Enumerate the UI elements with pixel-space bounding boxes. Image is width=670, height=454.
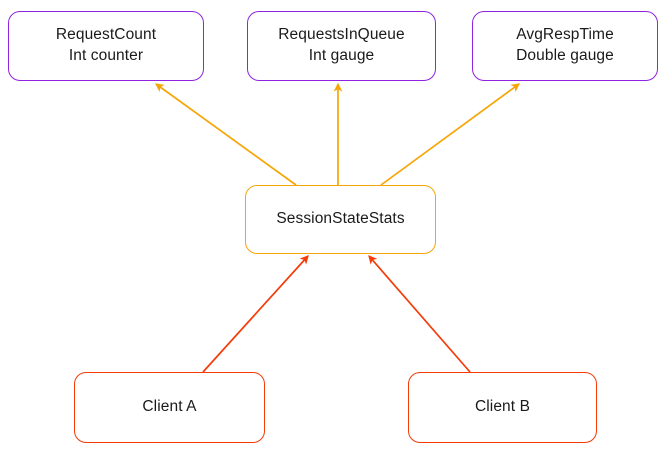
node-avg-resp-time[interactable]: AvgRespTime Double gauge [472, 11, 658, 81]
node-requests-in-queue-title: RequestsInQueue [278, 26, 405, 44]
node-client-a-title: Client A [142, 398, 197, 416]
node-requests-in-queue[interactable]: RequestsInQueue Int gauge [247, 11, 436, 81]
node-client-b-title: Client B [474, 398, 531, 416]
edge-stats-to-avgresptime [380, 83, 520, 186]
node-client-b[interactable]: Client B [408, 372, 597, 443]
edge-client-a-to-stats [202, 255, 309, 373]
node-requests-in-queue-kind: Int gauge [308, 47, 375, 64]
node-client-a[interactable]: Client A [74, 372, 265, 443]
node-session-state-stats-title: SessionStateStats [276, 210, 405, 228]
node-avg-resp-time-kind: Double gauge [516, 47, 614, 64]
edge-stats-to-requestcount [154, 83, 297, 186]
node-request-count-kind: Int counter [68, 47, 144, 64]
node-session-state-stats[interactable]: SessionStateStats [245, 185, 436, 254]
node-avg-resp-time-title: AvgRespTime [516, 26, 614, 44]
node-request-count[interactable]: RequestCount Int counter [8, 11, 204, 81]
node-request-count-title: RequestCount [55, 26, 157, 44]
edge-client-b-to-stats [368, 255, 471, 373]
